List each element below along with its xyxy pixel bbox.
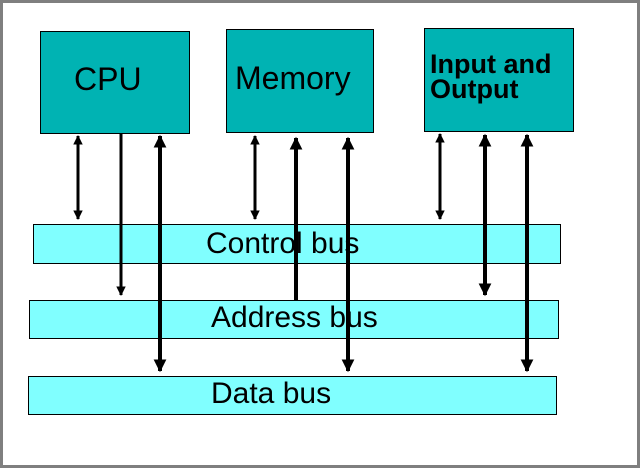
input-output-label-line-2: Output <box>430 74 519 104</box>
control-bus-label: Control bus <box>206 227 360 260</box>
input-output-label: Input and Output <box>430 49 552 104</box>
input-output-label-line-1: Input and <box>430 49 552 79</box>
data-bus: Data bus <box>28 376 557 415</box>
memory-label: Memory <box>235 60 351 96</box>
data-bus-label: Data bus <box>211 377 332 410</box>
input-output-box: Input and Output <box>424 28 574 132</box>
bus-connection-arrows <box>73 133 534 373</box>
memory-box: Memory <box>226 29 374 133</box>
cpu-box: CPU <box>40 31 190 134</box>
cpu-label: CPU <box>74 61 142 97</box>
